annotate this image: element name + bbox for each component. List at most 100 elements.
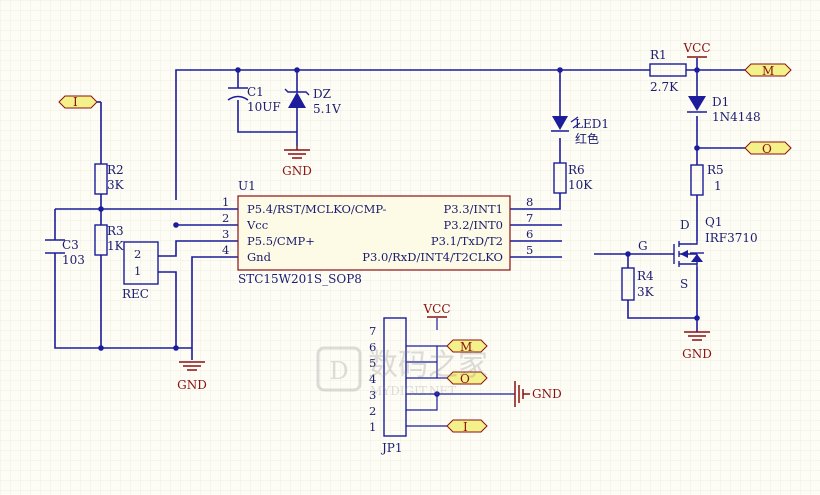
connector-rec: 2 1 REC [122, 241, 159, 301]
resistor-r1: R1 2.7K [649, 48, 687, 94]
net-port-i-top: I [58, 95, 102, 113]
svg-text:STC15W201S_SOP8: STC15W201S_SOP8 [238, 272, 362, 286]
svg-text:6: 6 [369, 340, 376, 354]
svg-text:D1: D1 [712, 95, 729, 109]
svg-text:MYDIGIT.NET: MYDIGIT.NET [370, 384, 456, 398]
svg-text:R4: R4 [637, 269, 654, 283]
svg-text:P3.1/TxD/T2: P3.1/TxD/T2 [431, 234, 503, 248]
junction-dots [98, 67, 700, 397]
svg-text:5: 5 [369, 356, 376, 370]
svg-text:2: 2 [222, 211, 229, 225]
svg-text:2.7K: 2.7K [650, 80, 679, 94]
svg-text:3K: 3K [637, 285, 655, 299]
svg-text:R2: R2 [107, 163, 124, 177]
svg-text:GND: GND [177, 378, 207, 392]
resistor-r5: R5 1 [690, 163, 724, 196]
svg-text:C1: C1 [247, 85, 264, 99]
svg-text:R5: R5 [707, 163, 724, 177]
net-port-i-jp1: I [446, 419, 488, 434]
gnd-symbol-u1: GND [177, 361, 207, 392]
svg-text:数码之家: 数码之家 [368, 348, 488, 383]
diode-d1: D1 1N4148 [687, 90, 761, 124]
svg-text:1K: 1K [107, 239, 125, 253]
svg-text:1N4148: 1N4148 [712, 110, 761, 124]
svg-text:M: M [460, 340, 472, 354]
wires [54, 58, 745, 427]
svg-text:VCC: VCC [682, 41, 710, 55]
svg-text:REC: REC [122, 287, 149, 301]
header-jp1: 7 6 5 4 3 2 1 JP1 [369, 317, 407, 455]
svg-text:3: 3 [222, 227, 229, 241]
capacitor-c1: C1 10UF [227, 85, 281, 114]
svg-text:1: 1 [222, 195, 229, 209]
svg-text:Q1: Q1 [705, 215, 722, 229]
net-port-m-top: M [744, 63, 792, 78]
vcc-symbol-jp1: VCC [422, 302, 451, 318]
vcc-symbol: VCC [682, 41, 711, 58]
svg-text:10K: 10K [568, 178, 593, 192]
svg-text:6: 6 [526, 227, 533, 241]
svg-text:103: 103 [62, 253, 85, 267]
svg-text:I: I [463, 420, 468, 434]
net-port-o-jp1: O [446, 371, 488, 386]
svg-text:VCC: VCC [422, 302, 450, 316]
svg-text:3: 3 [369, 388, 376, 402]
svg-text:GND: GND [682, 347, 712, 361]
svg-text:U1: U1 [238, 179, 256, 193]
svg-text:4: 4 [222, 243, 229, 257]
svg-text:Gnd: Gnd [247, 250, 272, 264]
svg-text:3K: 3K [107, 178, 125, 192]
svg-text:R3: R3 [107, 224, 124, 238]
svg-text:D: D [329, 357, 348, 385]
zener-diode-dz: DZ 5.1V [284, 87, 341, 116]
led-led1: LED1 红色 [551, 116, 609, 146]
svg-text:红色: 红色 [575, 131, 599, 146]
svg-text:5.1V: 5.1V [313, 102, 341, 116]
svg-text:S: S [680, 277, 688, 291]
svg-text:10UF: 10UF [247, 100, 281, 114]
net-port-m-jp1: M [446, 339, 488, 354]
watermark: D 数码之家 MYDIGIT.NET [316, 346, 488, 398]
svg-text:JP1: JP1 [380, 441, 403, 455]
svg-text:1: 1 [369, 420, 376, 434]
gnd-symbol-q1: GND [682, 331, 712, 361]
svg-text:P3.0/RxD/INT4/T2CLKO: P3.0/RxD/INT4/T2CLKO [362, 250, 503, 264]
resistor-r6: R6 10K [553, 162, 593, 194]
svg-text:LED1: LED1 [575, 117, 609, 131]
svg-text:2: 2 [134, 247, 141, 261]
svg-text:M: M [762, 64, 774, 78]
svg-text:P5.5/CMP+: P5.5/CMP+ [247, 234, 315, 248]
gnd-symbol-dz: GND [282, 146, 312, 178]
mosfet-q1: Q1 IRF3710 D G S [638, 215, 758, 291]
svg-text:8: 8 [526, 195, 533, 209]
svg-text:5: 5 [526, 243, 533, 257]
svg-text:GND: GND [282, 164, 312, 178]
svg-text:P5.4/RST/MCLKO/CMP-: P5.4/RST/MCLKO/CMP- [247, 202, 386, 216]
resistor-r4: R4 3K [621, 267, 655, 301]
svg-text:O: O [762, 142, 772, 156]
net-port-o-right: O [744, 141, 792, 156]
svg-text:R1: R1 [650, 48, 667, 62]
svg-text:7: 7 [526, 211, 533, 225]
svg-text:4: 4 [369, 372, 376, 386]
svg-text:P3.2/INT0: P3.2/INT0 [444, 218, 504, 232]
svg-text:1: 1 [134, 264, 141, 278]
svg-text:D: D [680, 218, 690, 232]
svg-text:R6: R6 [568, 163, 585, 177]
svg-text:1: 1 [714, 179, 722, 193]
resistor-r2: R2 3K [94, 163, 125, 195]
svg-text:G: G [638, 239, 648, 253]
svg-text:I: I [73, 95, 78, 109]
svg-text:IRF3710: IRF3710 [705, 231, 758, 245]
svg-text:2: 2 [369, 404, 376, 418]
svg-text:7: 7 [369, 324, 376, 338]
svg-text:GND: GND [532, 387, 562, 401]
svg-text:C3: C3 [62, 238, 79, 252]
svg-text:O: O [460, 372, 470, 386]
resistor-r3: R3 1K [94, 224, 125, 256]
svg-text:DZ: DZ [313, 87, 331, 101]
ic-u1: U1 STC15W201S_SOP8 1 2 3 4 P5.4/RST/MCLK… [222, 179, 533, 286]
capacitor-c3: C3 103 [45, 238, 85, 267]
svg-text:P3.3/INT1: P3.3/INT1 [444, 202, 504, 216]
